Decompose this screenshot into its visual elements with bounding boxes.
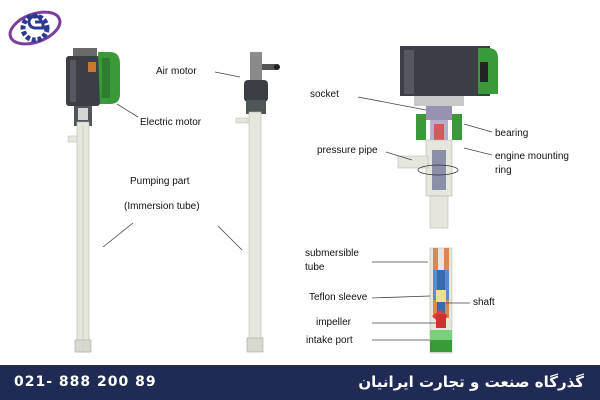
label-pressure-pipe: pressure pipe [317,145,378,156]
label-teflon-sleeve: Teflon sleeve [309,292,368,303]
pump-diagram: Air motor Electric motor Pumping part (I… [8,10,569,354]
label-socket: socket [310,89,339,100]
label-engine-mounting: engine mounting [495,151,569,162]
pump-illustrations [66,46,498,354]
label-intake-port: intake port [306,335,353,346]
label-submersible-tube: tube [305,262,325,273]
electric-pump-graphic [66,48,120,353]
footer-bar: 021- 888 200 89 گذرگاه صنعت و تجارت ایرا… [0,365,600,400]
detail-top-graphic [397,46,498,229]
label-air-motor: Air motor [156,66,197,77]
air-pump-graphic [235,52,280,353]
detail-bottom-graphic [429,247,453,354]
label-electric-motor: Electric motor [140,117,202,128]
label-impeller: impeller [316,317,352,328]
label-engine-mounting-ring: ring [495,165,512,176]
footer-brand: گذرگاه صنعت و تجارت ایرانیان [358,373,584,391]
leader-lines [102,71,493,341]
label-bearing: bearing [495,128,529,139]
label-pumping-part: Pumping part [130,176,190,187]
company-logo-icon [8,10,62,46]
label-immersion-tube: (Immersion tube) [124,201,200,212]
footer-phone: 021- 888 200 89 [14,374,157,390]
label-submersible: submersible [305,248,359,259]
label-shaft: shaft [473,297,495,308]
